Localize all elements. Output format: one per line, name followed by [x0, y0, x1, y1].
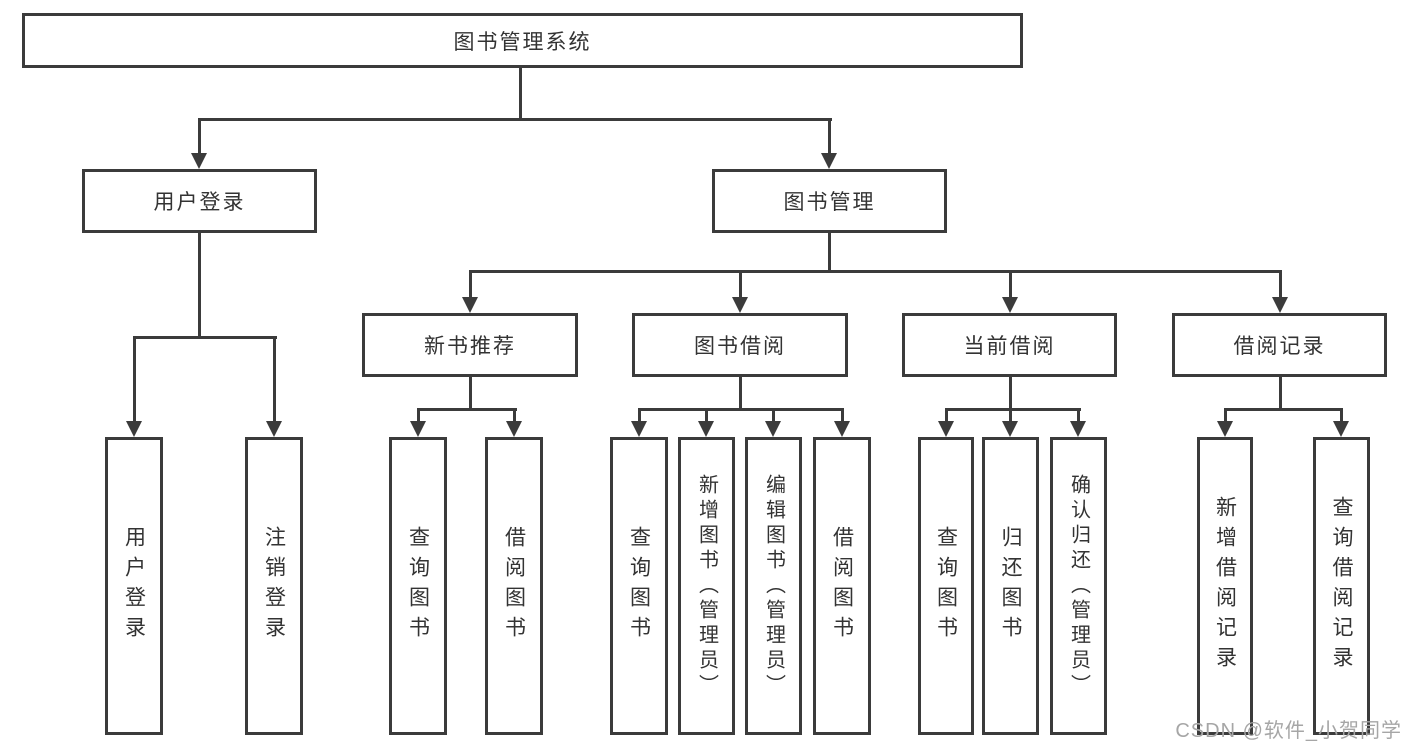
- connector-stub: [513, 408, 516, 422]
- arrowhead: [1002, 421, 1018, 437]
- node-current-borrowing: 当前借阅: [902, 313, 1117, 377]
- connector-stub: [1224, 408, 1227, 422]
- leaf-add-borrow-record: 新增借阅记录: [1197, 437, 1253, 735]
- node-label: 编辑图书（管理员）: [762, 473, 785, 699]
- node-label: 查询图书: [934, 526, 958, 646]
- leaf-edit-books-admin: 编辑图书（管理员）: [745, 437, 802, 735]
- csdn-watermark: CSDN @软件_小贺同学: [1175, 720, 1402, 742]
- connector-root-split: [198, 118, 832, 121]
- node-label: 当前借阅: [963, 335, 1056, 358]
- connector-stub: [1077, 408, 1080, 422]
- node-label: 图书管理系统: [453, 30, 592, 54]
- connector-stub: [841, 408, 844, 422]
- node-label: 新增图书（管理员）: [695, 473, 718, 699]
- connector-stub: [945, 408, 948, 422]
- connector-stub-user-login: [198, 118, 201, 154]
- node-label: 查询图书: [406, 526, 430, 646]
- node-label: 查询借阅记录: [1330, 496, 1353, 676]
- leaf-borrow-books: 借阅图书: [813, 437, 871, 735]
- connector-book-borrowing-drop: [739, 375, 742, 410]
- node-label: 确认归还（管理员）: [1067, 473, 1090, 699]
- connector-borrowing-records-split: [1224, 408, 1343, 411]
- connector-stub-borrowing-records: [1279, 270, 1282, 298]
- connector-stub: [705, 408, 708, 422]
- connector-book-borrowing-split: [638, 408, 844, 411]
- arrowhead: [698, 421, 714, 437]
- node-label: 新书推荐: [424, 335, 516, 358]
- connector-stub: [772, 408, 775, 422]
- leaf-add-books-admin: 新增图书（管理员）: [678, 437, 735, 735]
- node-label: 图书管理: [783, 191, 876, 214]
- connector-root-drop: [519, 68, 522, 118]
- node-label: 借阅图书: [830, 526, 854, 646]
- connector-book-management-split: [469, 270, 1282, 273]
- arrowhead-leaf-logout: [266, 421, 282, 437]
- connector-stub: [1340, 408, 1343, 422]
- connector-new-book-split: [417, 408, 517, 411]
- connector-user-login-drop: [198, 231, 201, 338]
- node-label: 归还图书: [999, 526, 1022, 646]
- arrowhead: [1070, 421, 1086, 437]
- arrowhead-leaf-login: [126, 421, 142, 437]
- connector-current-borrowing-split: [945, 408, 1081, 411]
- connector-stub-new-book: [469, 270, 472, 298]
- connector-new-book-drop: [469, 375, 472, 410]
- arrowhead: [765, 421, 781, 437]
- arrowhead: [410, 421, 426, 437]
- connector-stub-current-borrowing: [1009, 270, 1012, 298]
- connector-stub: [638, 408, 641, 422]
- node-library-management-system: 图书管理系统: [22, 13, 1023, 68]
- arrowhead: [938, 421, 954, 437]
- connector-stub-leaf-logout: [273, 336, 276, 422]
- arrowhead-book-borrowing: [732, 297, 748, 313]
- arrowhead: [506, 421, 522, 437]
- leaf-borrow-books-recommend: 借阅图书: [485, 437, 543, 735]
- arrowhead-book-management: [821, 153, 837, 169]
- connector-stub-book-management: [828, 118, 831, 154]
- leaf-query-borrow-record: 查询借阅记录: [1313, 437, 1370, 735]
- leaf-query-books-borrowing: 查询图书: [610, 437, 668, 735]
- node-borrowing-records: 借阅记录: [1172, 313, 1387, 377]
- arrowhead: [1217, 421, 1233, 437]
- arrowhead: [631, 421, 647, 437]
- node-label: 新增借阅记录: [1213, 496, 1237, 676]
- leaf-confirm-return-admin: 确认归还（管理员）: [1050, 437, 1107, 735]
- leaf-logout: 注销登录: [245, 437, 303, 735]
- node-label: 用户登录: [122, 526, 146, 646]
- connector-borrowing-records-drop: [1279, 375, 1282, 410]
- node-label: 用户登录: [153, 191, 246, 214]
- node-label: 查询图书: [627, 526, 651, 646]
- connector-stub: [417, 408, 420, 422]
- arrowhead: [834, 421, 850, 437]
- node-book-management: 图书管理: [712, 169, 947, 233]
- connector-user-login-split: [133, 336, 277, 339]
- node-label: 借阅记录: [1233, 335, 1326, 358]
- node-new-book-recommendation: 新书推荐: [362, 313, 578, 377]
- arrowhead-user-login: [191, 153, 207, 169]
- leaf-user-login: 用户登录: [105, 437, 163, 735]
- connector-current-borrowing-drop: [1009, 375, 1012, 410]
- node-label: 注销登录: [262, 526, 286, 646]
- leaf-query-books-current: 查询图书: [918, 437, 974, 735]
- connector-stub-leaf-login: [133, 336, 136, 422]
- node-label: 借阅图书: [502, 526, 526, 646]
- connector-book-management-drop: [828, 231, 831, 272]
- arrowhead: [1333, 421, 1349, 437]
- leaf-query-books-recommend: 查询图书: [389, 437, 447, 735]
- leaf-return-books: 归还图书: [982, 437, 1039, 735]
- arrowhead-current-borrowing: [1002, 297, 1018, 313]
- node-label: 图书借阅: [694, 335, 786, 358]
- arrowhead-borrowing-records: [1272, 297, 1288, 313]
- connector-stub-book-borrowing: [739, 270, 742, 298]
- node-user-login: 用户登录: [82, 169, 317, 233]
- node-book-borrowing: 图书借阅: [632, 313, 848, 377]
- arrowhead-new-book: [462, 297, 478, 313]
- connector-stub: [1009, 408, 1012, 422]
